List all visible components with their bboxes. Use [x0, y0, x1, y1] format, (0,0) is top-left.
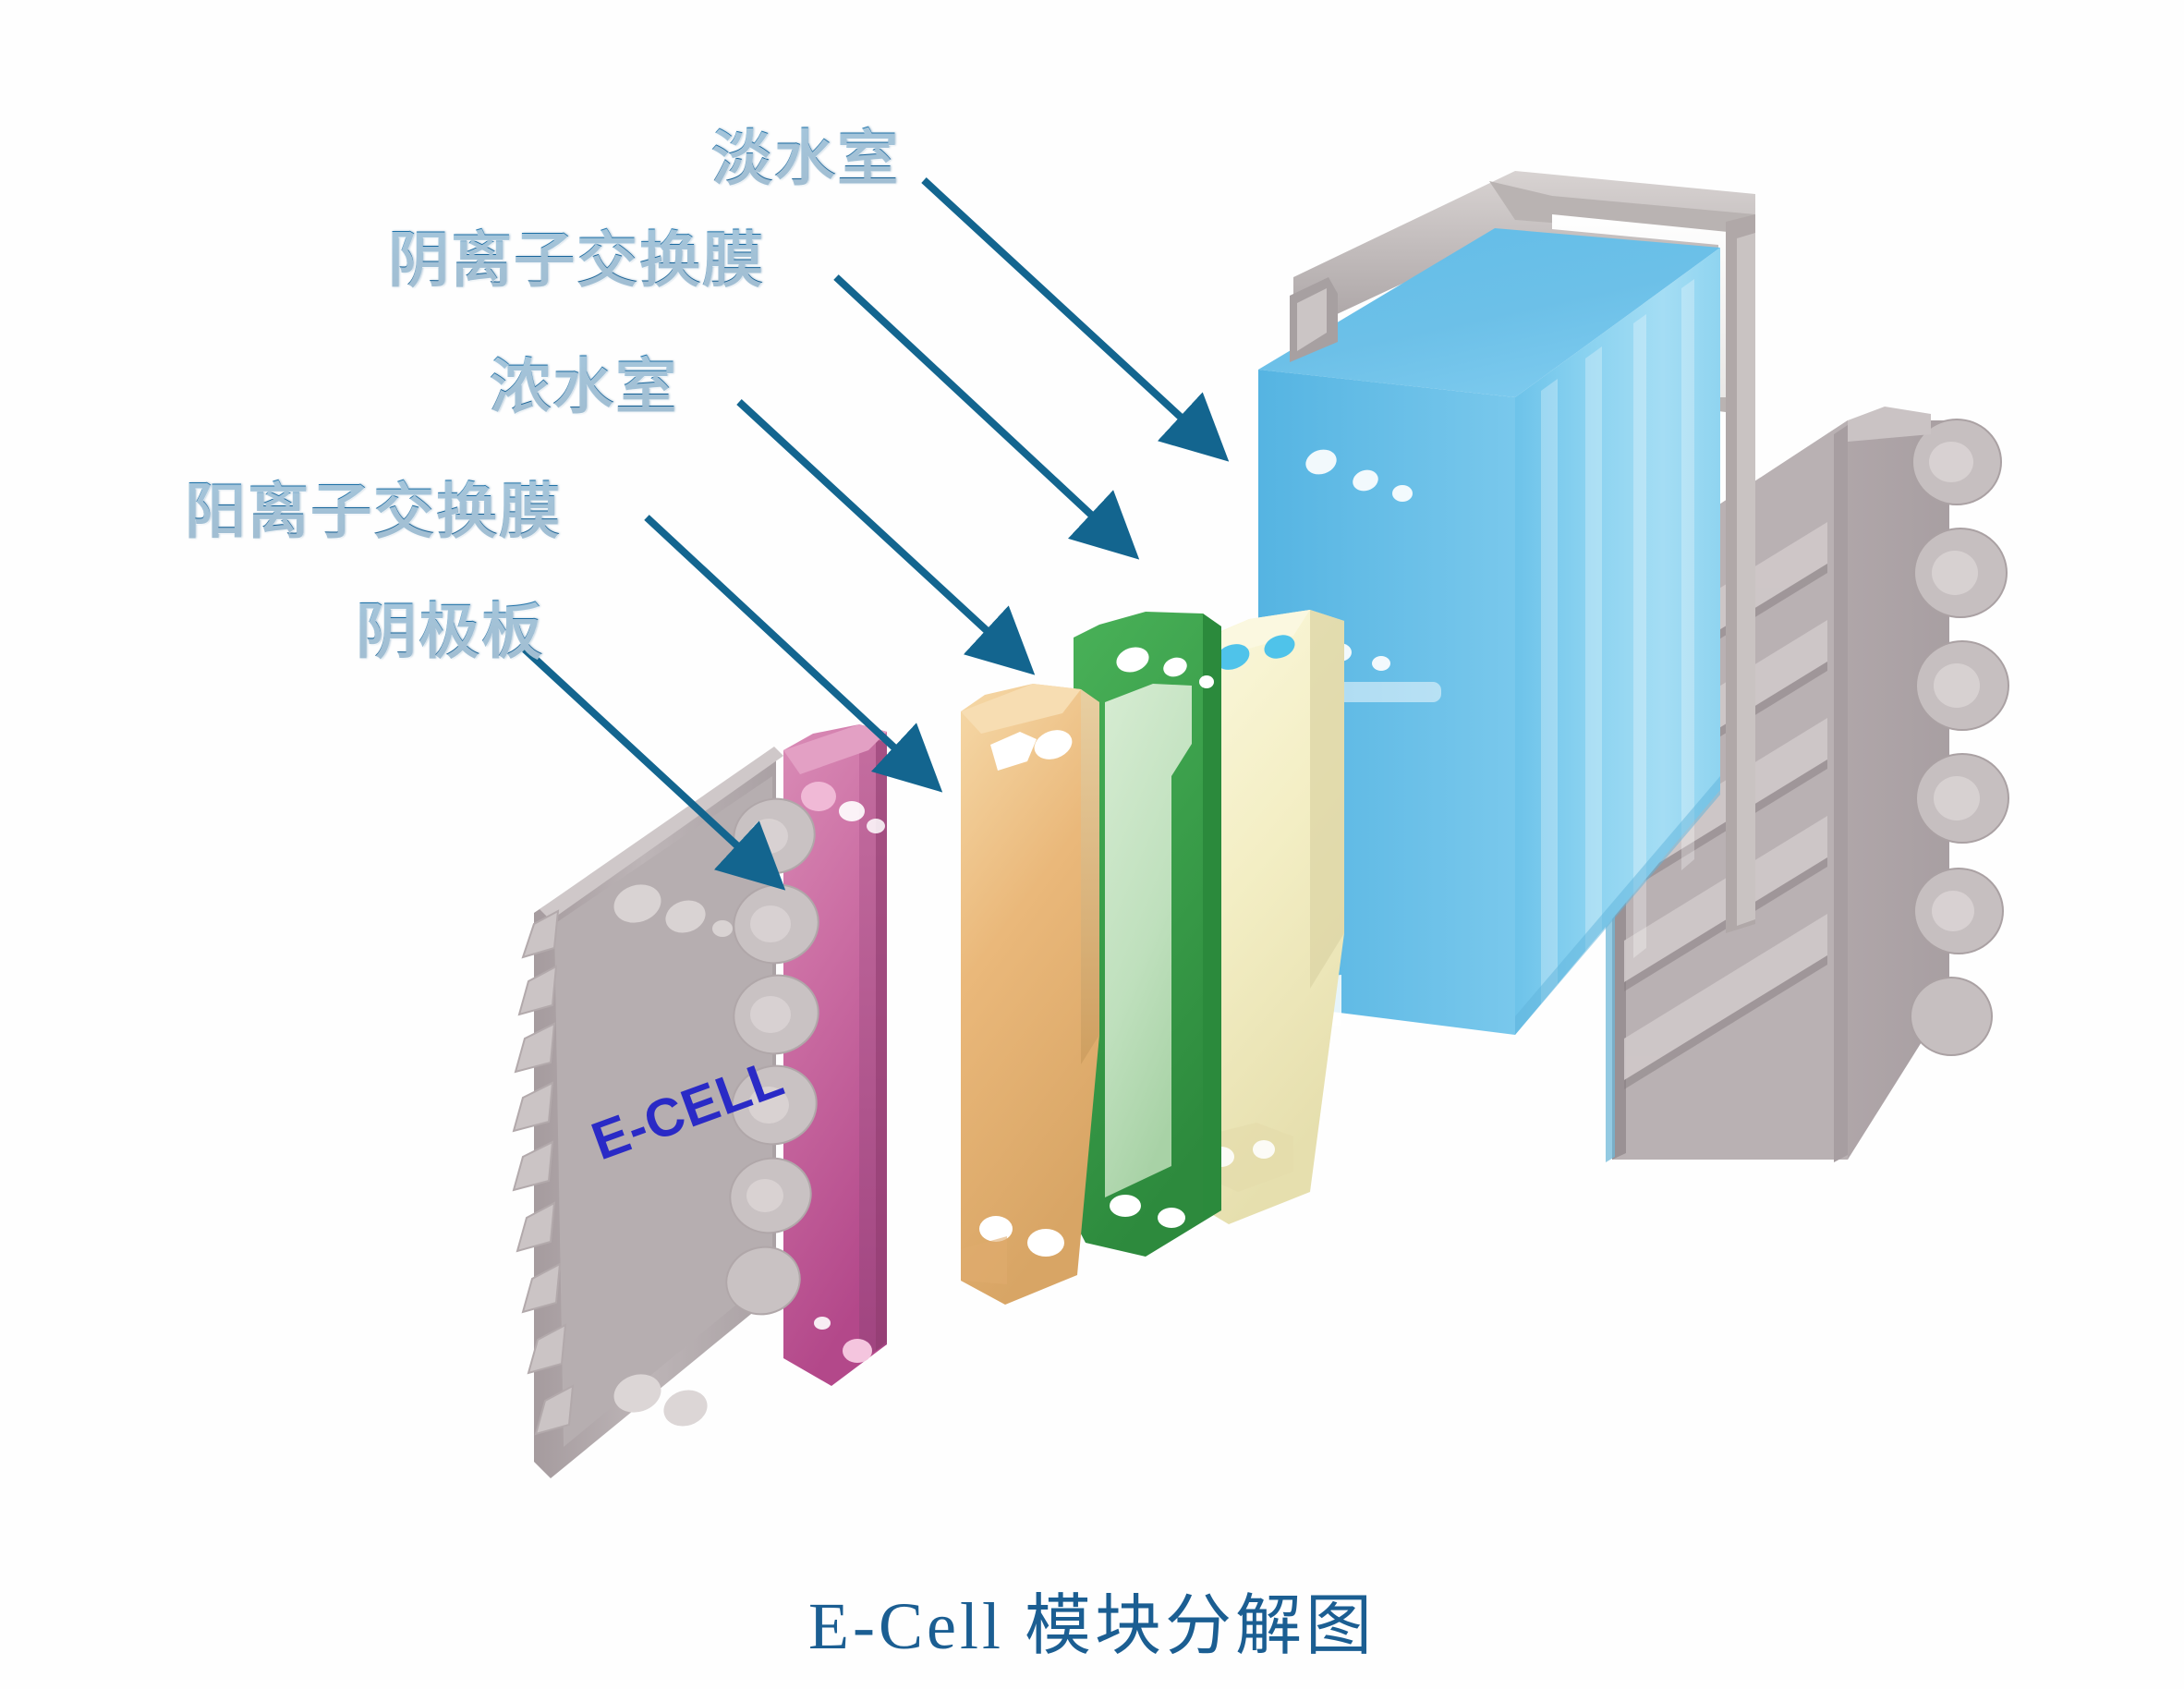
- label-cathode-plate: 阴极板: [356, 582, 544, 671]
- label-concentrate-chamber: 浓水室: [490, 337, 678, 426]
- cathode-plate-body: E-CELL: [512, 747, 819, 1478]
- label-dilute-chamber: 淡水室: [711, 109, 900, 198]
- dilute-spacer: [1190, 610, 1344, 1224]
- arrow-cathode-plate: [519, 644, 786, 891]
- arrow-dilute-chamber: [921, 177, 1230, 462]
- leader-lines: [519, 177, 1230, 891]
- arrow-concentrate-chamber: [736, 399, 1036, 675]
- arrow-anion-exchange-membrane: [833, 274, 1140, 560]
- arrow-cation-exchange-membrane: [644, 515, 943, 793]
- anion-membrane-body: [1074, 612, 1221, 1257]
- cation-membrane-body: [783, 724, 887, 1386]
- concentrate-spacer: [961, 684, 1099, 1305]
- label-anion-exchange-membrane: 阴离子交换膜: [388, 211, 765, 299]
- label-cation-exchange-membrane: 阳离子交换膜: [185, 462, 562, 551]
- figure-caption: E-Cell 模块分解图: [808, 1589, 1376, 1663]
